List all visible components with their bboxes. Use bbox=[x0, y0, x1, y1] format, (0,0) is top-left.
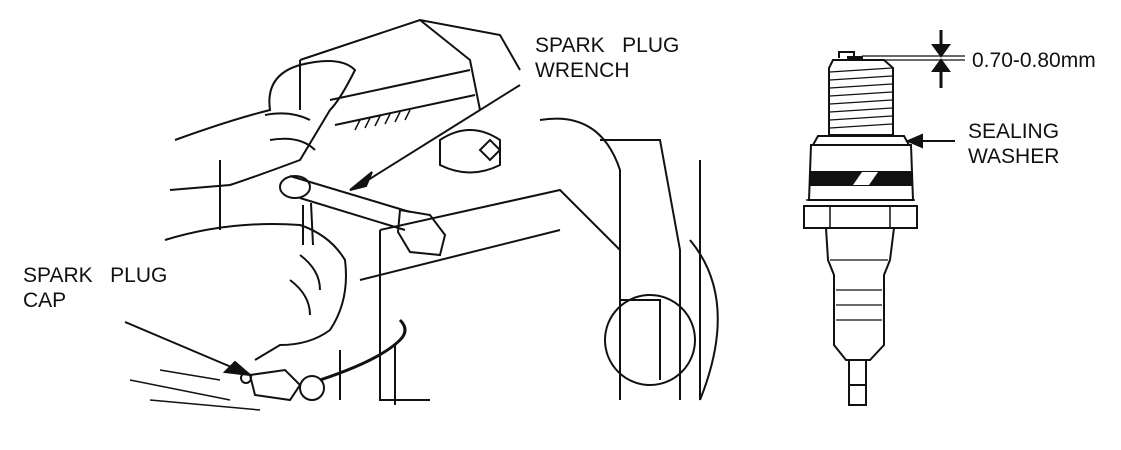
engine-illustration bbox=[129, 18, 719, 411]
cap-label-line2: CAP bbox=[23, 289, 67, 312]
gap-label: 0.70-0.80mm bbox=[972, 49, 1096, 72]
washer-label-line1: SEALING bbox=[968, 120, 1060, 143]
hand-top bbox=[169, 60, 357, 191]
spark-plug bbox=[803, 51, 918, 406]
spark-plug-wrench bbox=[279, 175, 447, 257]
hand-bottom bbox=[164, 223, 347, 361]
washer-label-line2: WASHER bbox=[968, 145, 1060, 168]
wrench-arrow bbox=[349, 84, 521, 191]
washer-arrow bbox=[905, 133, 955, 149]
gap-dimension bbox=[862, 30, 965, 88]
cap-arrow bbox=[124, 321, 254, 377]
wrench-label-line1: SPARK PLUG bbox=[535, 34, 680, 57]
wrench-label-line2: WRENCH bbox=[535, 59, 630, 82]
cap-label-line1: SPARK PLUG bbox=[23, 264, 168, 287]
